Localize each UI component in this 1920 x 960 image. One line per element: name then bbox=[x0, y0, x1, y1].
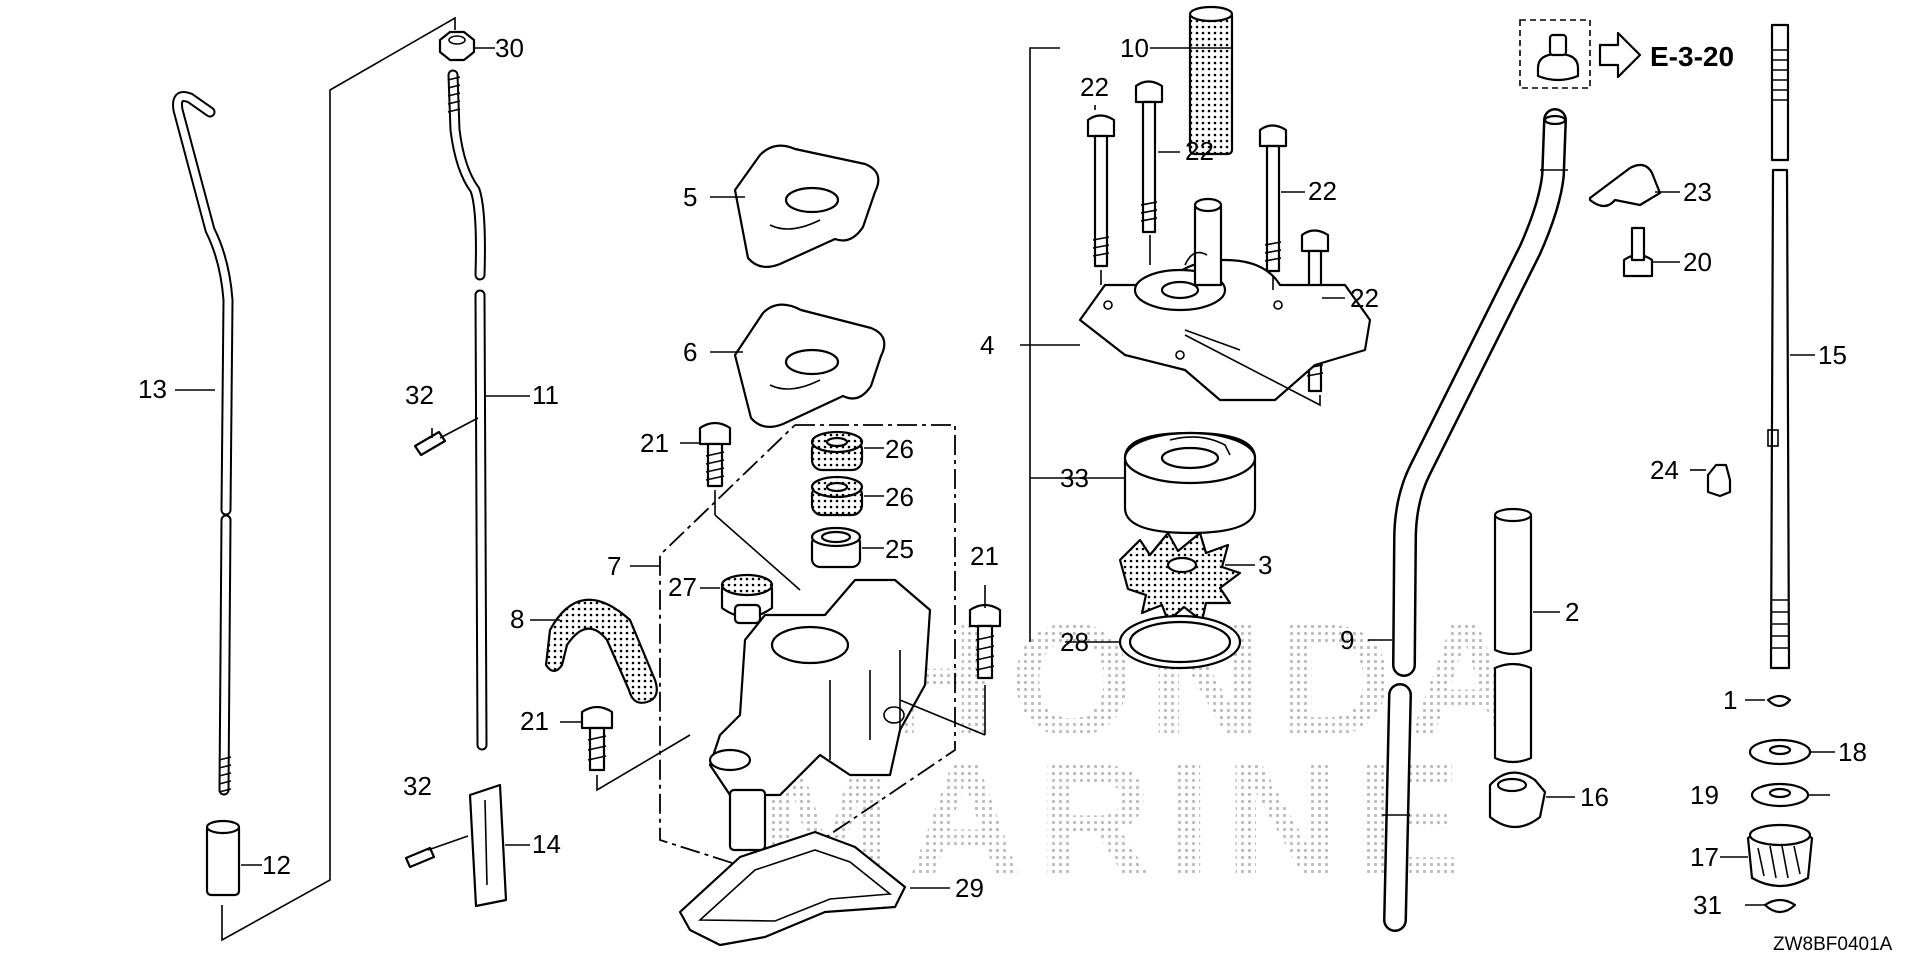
callout-32-lower: 32 bbox=[403, 771, 432, 801]
callout-20: 20 bbox=[1683, 247, 1712, 277]
callout-21-lower: 21 bbox=[520, 706, 549, 736]
part-22-bolt-c bbox=[1258, 124, 1288, 273]
part-16-grommet bbox=[1488, 771, 1547, 829]
callout-14: 14 bbox=[532, 829, 561, 859]
callout-26-upper: 26 bbox=[885, 434, 914, 464]
callout-5: 5 bbox=[683, 182, 697, 212]
callout-17: 17 bbox=[1690, 842, 1719, 872]
callout-1: 1 bbox=[1723, 685, 1737, 715]
part-23-retainer bbox=[1588, 163, 1662, 208]
callout-25: 25 bbox=[885, 534, 914, 564]
callout-21-right: 21 bbox=[970, 541, 999, 571]
callout-26-lower: 26 bbox=[885, 482, 914, 512]
part-32-pin-upper bbox=[413, 417, 479, 457]
part-18-washer bbox=[1748, 738, 1812, 766]
part-19-washer bbox=[1750, 782, 1810, 808]
leader-lines bbox=[175, 47, 1835, 906]
callout-30: 30 bbox=[495, 33, 524, 63]
part-15-vertical-shaft bbox=[1767, 23, 1791, 670]
part-22-bolt-b bbox=[1134, 80, 1164, 234]
bolt-leaders-22 bbox=[1100, 235, 1321, 407]
part-6-gasket bbox=[733, 303, 886, 429]
part-28-gasket-ring bbox=[1118, 614, 1242, 670]
part-30-nut bbox=[438, 30, 476, 62]
callout-32-upper: 32 bbox=[405, 380, 434, 410]
part-13-shift-rod bbox=[172, 91, 234, 796]
callout-7: 7 bbox=[607, 551, 621, 581]
callout-22-a: 22 bbox=[1080, 72, 1109, 102]
part-8-grommet bbox=[544, 598, 658, 704]
callout-12: 12 bbox=[262, 850, 291, 880]
callout-28: 28 bbox=[1060, 627, 1089, 657]
callout-13: 13 bbox=[138, 374, 167, 404]
part-25-needle-bearing bbox=[810, 526, 862, 569]
group-bracket-10-33-28 bbox=[1029, 47, 1060, 642]
reference-label[interactable]: E-3-20 bbox=[1650, 41, 1734, 72]
callout-18: 18 bbox=[1838, 737, 1867, 767]
callout-22-b: 22 bbox=[1185, 136, 1214, 166]
part-29-gasket bbox=[678, 830, 907, 947]
part-33-pump-liner bbox=[1123, 431, 1257, 535]
part-24-clip bbox=[1706, 463, 1732, 498]
callout-27: 27 bbox=[668, 572, 697, 602]
part-26-bearing-lower bbox=[810, 475, 864, 517]
part-21-bolt-lower bbox=[580, 705, 691, 792]
part-27-seal bbox=[720, 573, 774, 625]
part-1-circlip bbox=[1766, 694, 1792, 708]
leader-bolt-21-upper bbox=[714, 514, 801, 591]
callout-6: 6 bbox=[683, 337, 697, 367]
callouts: 30 13 11 32 12 32 14 5 6 21 7 8 26 26 25… bbox=[138, 33, 1867, 920]
callout-22-c: 22 bbox=[1308, 176, 1337, 206]
callout-33: 33 bbox=[1060, 463, 1089, 493]
part-12-joint bbox=[205, 819, 241, 897]
part-4-pump-housing bbox=[1078, 197, 1372, 402]
group-bracket-rods bbox=[221, 16, 456, 942]
part-17-pinion-gear bbox=[1746, 823, 1814, 888]
callout-29: 29 bbox=[955, 873, 984, 903]
callout-23: 23 bbox=[1683, 177, 1712, 207]
callout-16: 16 bbox=[1580, 782, 1609, 812]
callout-2: 2 bbox=[1565, 597, 1579, 627]
part-2-tube bbox=[1493, 507, 1533, 764]
part-14-rod-joint bbox=[468, 783, 508, 908]
part-10-tube bbox=[1188, 5, 1234, 156]
diagram-code: ZW8BF0401A bbox=[1773, 934, 1893, 955]
reference-e-3-20[interactable]: E-3-20 bbox=[1519, 19, 1734, 89]
part-7-pump-case bbox=[659, 424, 956, 876]
part-31-circlip bbox=[1763, 898, 1797, 914]
part-21-bolt-upper bbox=[698, 421, 732, 515]
part-32-pin-lower bbox=[404, 835, 469, 869]
part-9-water-tube bbox=[1382, 108, 1568, 932]
callout-10: 10 bbox=[1120, 33, 1149, 63]
part-20-bolt bbox=[1622, 226, 1654, 278]
part-26-bearing-upper bbox=[810, 430, 864, 472]
callout-31: 31 bbox=[1693, 890, 1722, 920]
callout-3: 3 bbox=[1258, 550, 1272, 580]
part-11-shift-rod bbox=[447, 69, 488, 751]
leader-bolt-21-right bbox=[899, 699, 986, 736]
part-3-impeller bbox=[1118, 531, 1242, 623]
callout-8: 8 bbox=[510, 604, 524, 634]
callout-24: 24 bbox=[1650, 455, 1679, 485]
callout-21-upper: 21 bbox=[640, 428, 669, 458]
part-5-plate bbox=[733, 144, 880, 269]
callout-22-d: 22 bbox=[1350, 283, 1379, 313]
part-21-bolt-right bbox=[968, 603, 1002, 735]
callout-15: 15 bbox=[1818, 340, 1847, 370]
callout-11: 11 bbox=[532, 380, 559, 410]
callout-19: 19 bbox=[1690, 780, 1719, 810]
callout-9: 9 bbox=[1340, 625, 1354, 655]
callout-4: 4 bbox=[980, 330, 994, 360]
part-22-bolt-a bbox=[1086, 114, 1116, 268]
